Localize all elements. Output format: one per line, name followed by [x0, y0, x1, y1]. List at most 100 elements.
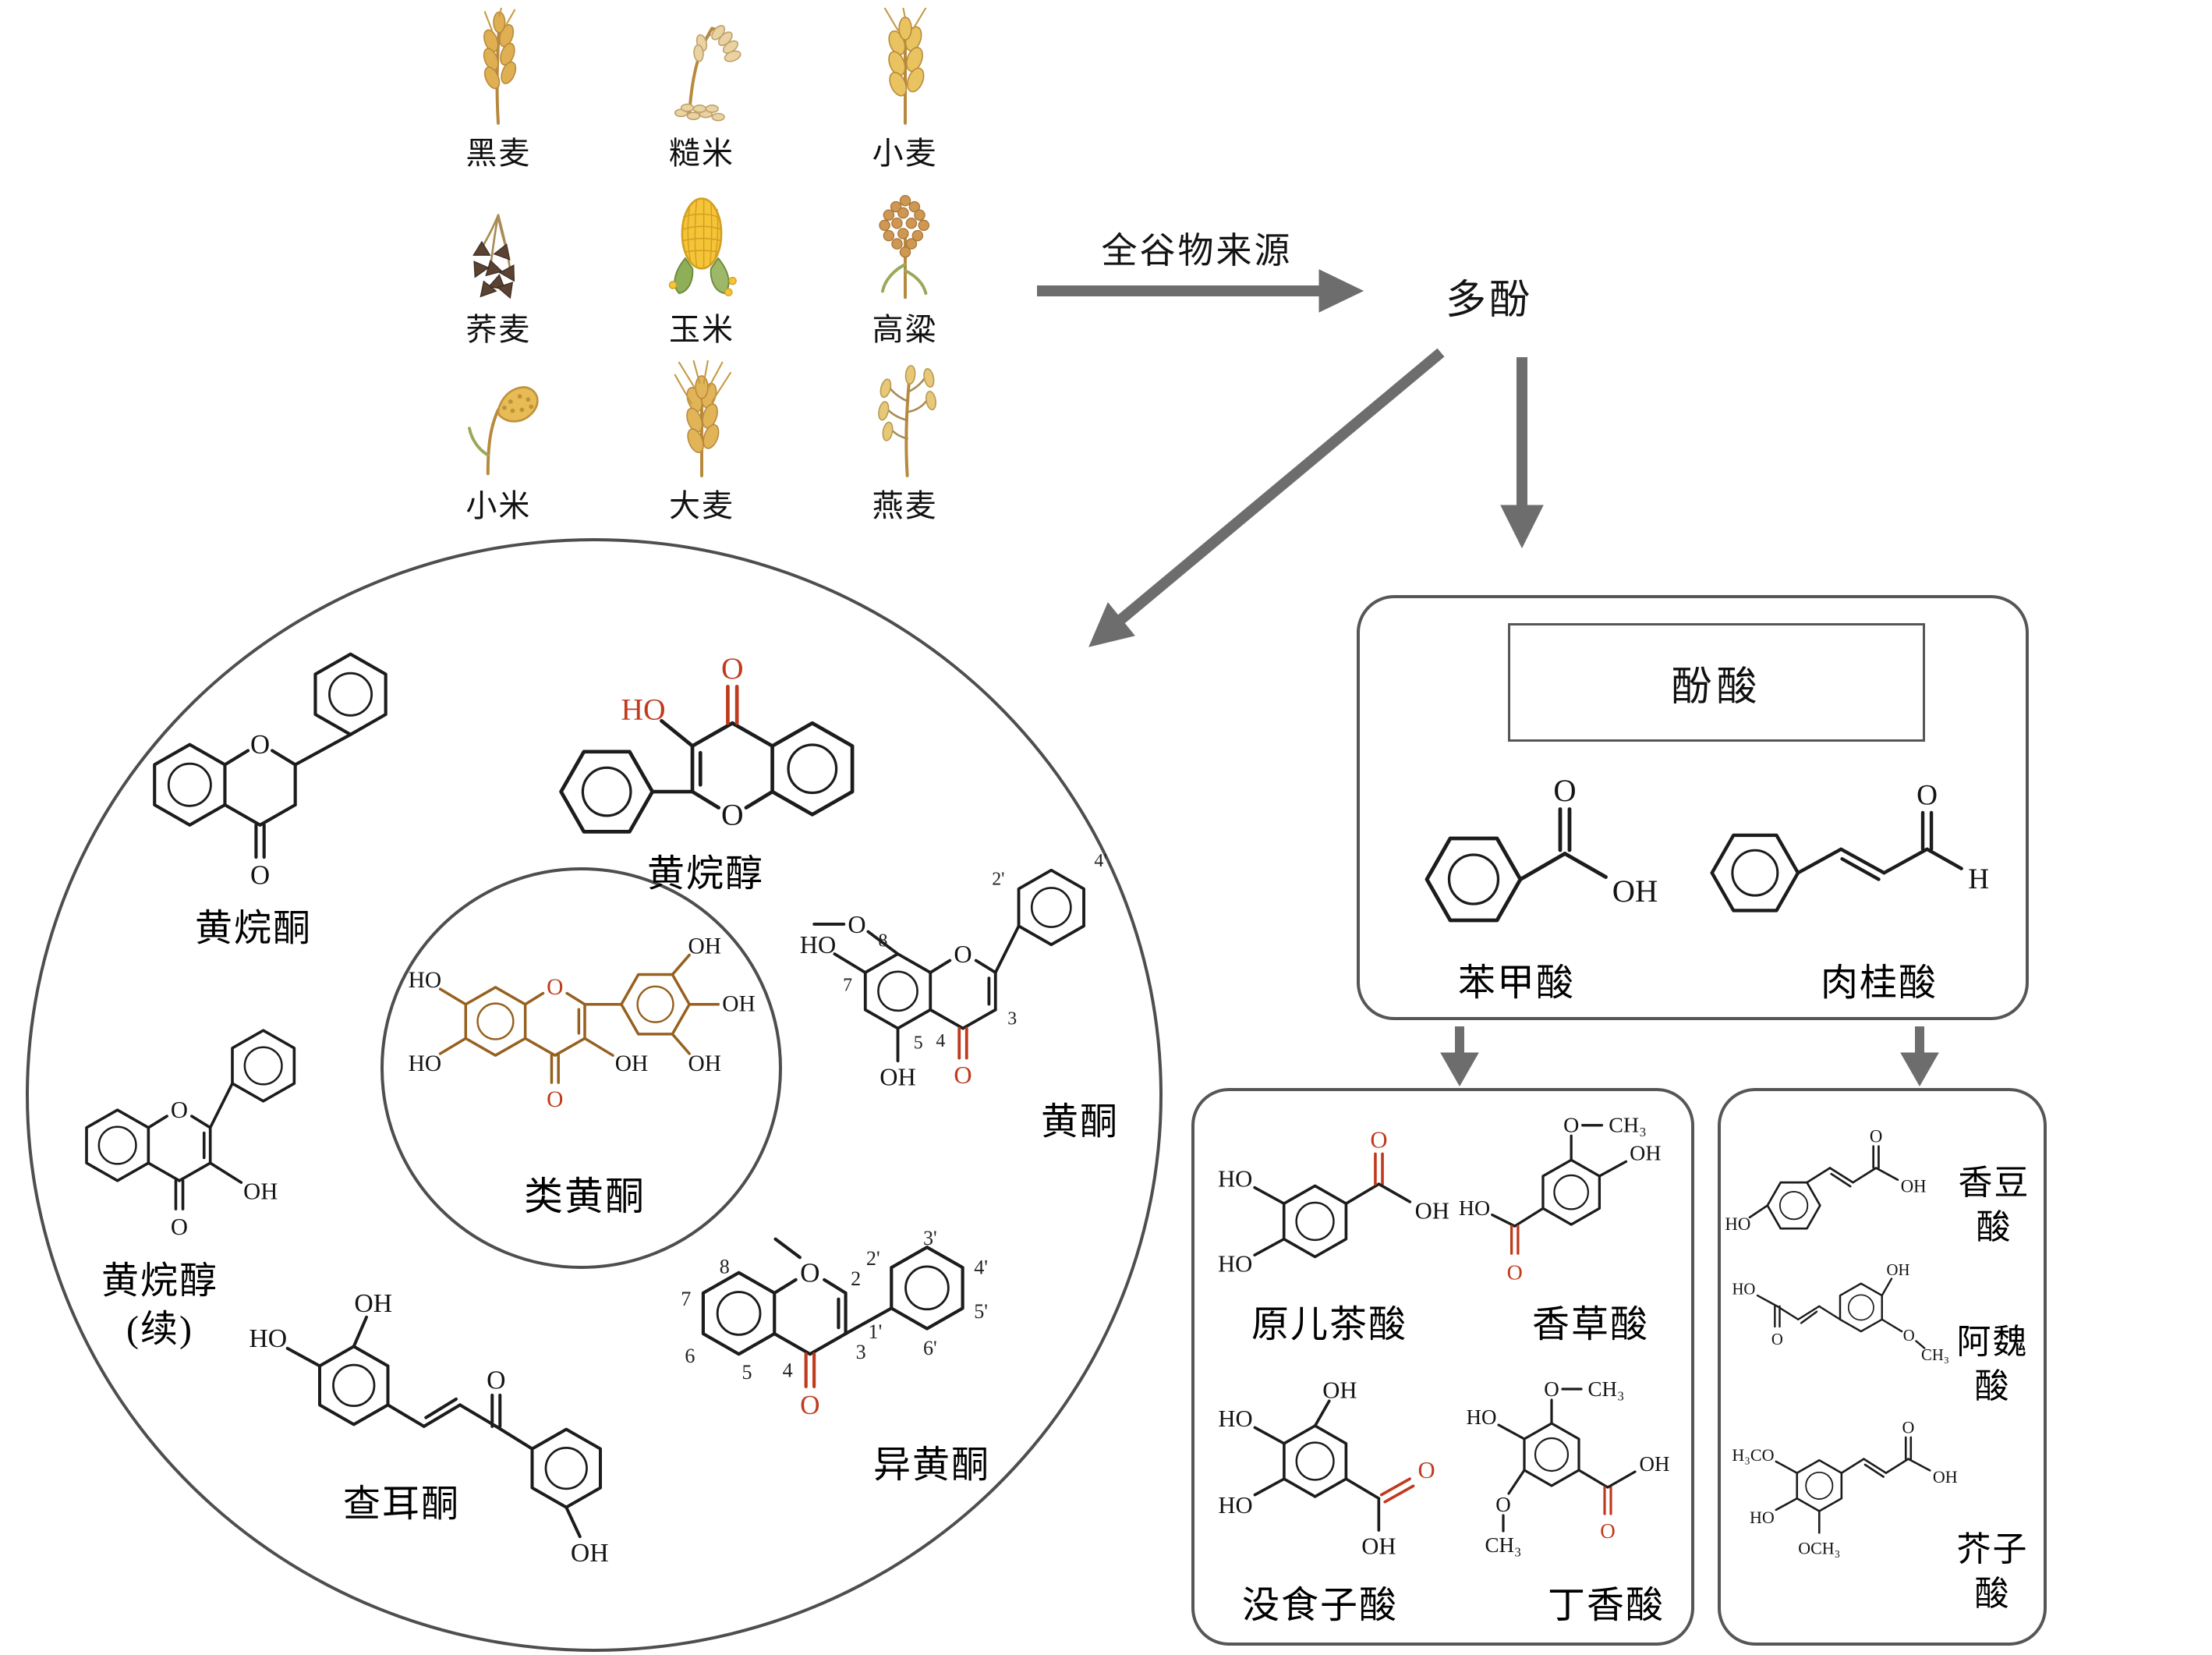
- rye-icon: [483, 8, 517, 125]
- atom-label: OH: [1322, 1377, 1357, 1404]
- grain-item-rye: 黑麦: [402, 8, 596, 173]
- coumaric-acid-label: 香豆酸: [1958, 1164, 2030, 1247]
- atom-label: O: [721, 797, 744, 831]
- position-label: 5': [974, 1300, 988, 1323]
- position-label: 7: [681, 1288, 691, 1310]
- chalcone-label: 查耳酮: [342, 1483, 460, 1525]
- grain-item-wheat: 小麦: [808, 8, 1002, 173]
- position-label: 6': [923, 1337, 937, 1359]
- barley-grains: [686, 375, 720, 453]
- vanillic-acid-label: 香草酸: [1531, 1304, 1649, 1345]
- atom-label: OH: [354, 1289, 392, 1318]
- flavonoid-center-label: 类黄酮: [524, 1175, 646, 1218]
- flavanol-cont-line2: (续): [126, 1309, 193, 1351]
- grain-item-millet: 小米: [402, 360, 596, 526]
- buckwheat-seeds: [472, 240, 515, 299]
- cinnamic-acid-label: 肉桂酸: [1820, 962, 1938, 1004]
- coumaric-acid-structure: HO O OH: [1725, 1127, 1926, 1234]
- corn-icon: [668, 197, 737, 296]
- arrow-grains-to-polyphenol: [1037, 269, 1364, 313]
- chalcone-structure: OH HO O OH: [249, 1289, 608, 1568]
- position-label: 3': [923, 1227, 937, 1249]
- flavonoid-center-circle: [380, 867, 782, 1269]
- flavanone-label: 黄烷酮: [194, 908, 312, 949]
- polyphenol-label: 多酚: [1445, 278, 1533, 323]
- flavanol-cont-label: 黄烷醇 (续): [74, 1257, 246, 1355]
- grain-item-buckwheat: 荞麦: [402, 184, 596, 349]
- grain-label-buckwheat: 荞麦: [465, 312, 532, 347]
- position-label: 4: [783, 1359, 793, 1382]
- atom-label: HO: [1218, 1405, 1252, 1432]
- atom-label: O: [1418, 1457, 1435, 1483]
- position-label: 2': [866, 1247, 880, 1270]
- atom-label: HO: [409, 1051, 442, 1076]
- flavanol-cont-structure: O OH O: [85, 1029, 296, 1240]
- barley-icon: [674, 360, 732, 477]
- atom-label: O: [1370, 1126, 1387, 1153]
- atom-label: HO: [1732, 1281, 1755, 1298]
- syringic-acid-structure: O CH₃ HO O CH₃ O OH: [1467, 1377, 1670, 1557]
- position-label: 1': [869, 1320, 883, 1343]
- atom-label: HO: [1218, 1251, 1252, 1278]
- atom-label: HO: [409, 968, 442, 993]
- atom-label: O: [1902, 1417, 1915, 1437]
- atom-label: O: [171, 1214, 188, 1240]
- grain-grid: 黑麦 糙米: [402, 8, 1002, 526]
- atom-label: OH: [615, 1051, 649, 1076]
- grain-item-brown-rice: 糙米: [605, 8, 799, 173]
- phenolic-acid-title-box: 酚酸: [1508, 623, 1925, 742]
- atom-label: OH: [1933, 1467, 1958, 1487]
- protocatechuic-acid-structure: HO HO O OH: [1218, 1126, 1449, 1278]
- atom-label: HO: [1218, 1165, 1252, 1192]
- arrow-to-hydroxycinnamic-box: [1900, 1026, 1939, 1087]
- position-label: 3: [1007, 1009, 1017, 1030]
- atom-label: O: [1507, 1261, 1523, 1285]
- grain-label-wheat: 小麦: [872, 136, 938, 171]
- wheat-icon: [883, 8, 927, 125]
- flavonoid-center-structure: HO HO O O OH OH OH OH: [409, 934, 756, 1112]
- atom-label: HO: [249, 1324, 287, 1353]
- arrow-to-hydroxybenzoic-box: [1440, 1026, 1479, 1087]
- gallic-acid-structure: OH HO HO O OH: [1218, 1377, 1435, 1560]
- atom-label: O: [171, 1097, 188, 1123]
- atom-label: OH: [1886, 1262, 1909, 1279]
- position-label: 2: [851, 1267, 861, 1290]
- atom-label: O: [1553, 773, 1576, 808]
- atom-label: O: [1563, 1113, 1579, 1137]
- grain-label-rye: 黑麦: [465, 136, 532, 171]
- atom-label: O: [1771, 1331, 1783, 1348]
- atom-label: O: [547, 975, 563, 1000]
- source-arrow-label: 全谷物来源: [1101, 231, 1293, 271]
- ferulic-acid-label: 阿魏酸: [1956, 1323, 2029, 1406]
- atom-label: O: [1916, 779, 1938, 811]
- position-label: 8: [878, 930, 887, 951]
- atom-label: H: [1968, 863, 1989, 895]
- atom-label: OH: [688, 934, 722, 959]
- grain-label-brown-rice: 糙米: [668, 136, 734, 171]
- flavanone-structure: O O: [153, 652, 388, 891]
- corn-kernels: [681, 199, 722, 268]
- hydroxybenzoic-acids-box: [1191, 1088, 1694, 1646]
- atom-label: CH₃: [1609, 1113, 1647, 1137]
- arrow-polyphenol-to-phenolic-acids: [1500, 357, 1544, 549]
- oat-spikelets: [877, 364, 936, 441]
- atom-label: OH: [1612, 874, 1658, 909]
- position-label: 8: [720, 1255, 730, 1278]
- grain-label-barley: 大麦: [668, 488, 734, 523]
- atom-label: O: [1544, 1377, 1559, 1401]
- grain-item-sorghum: 高粱: [808, 184, 1002, 349]
- atom-label: OH: [722, 992, 756, 1017]
- atom-label: HO: [1467, 1405, 1497, 1429]
- sorghum-grains: [878, 194, 929, 258]
- benzoic-acid-label: 苯甲酸: [1457, 962, 1575, 1004]
- atom-label: OH: [1361, 1533, 1396, 1559]
- atom-label: OH: [879, 1063, 916, 1091]
- atom-label: O: [848, 910, 865, 938]
- grain-label-corn: 玉米: [668, 312, 734, 347]
- vanillic-acid-structure: O CH₃ OH HO O: [1459, 1113, 1662, 1285]
- position-label: 6: [685, 1345, 695, 1367]
- position-label: 7: [843, 976, 852, 996]
- protocatechuic-acid-label: 原儿茶酸: [1251, 1304, 1407, 1345]
- oat-icon: [877, 364, 936, 477]
